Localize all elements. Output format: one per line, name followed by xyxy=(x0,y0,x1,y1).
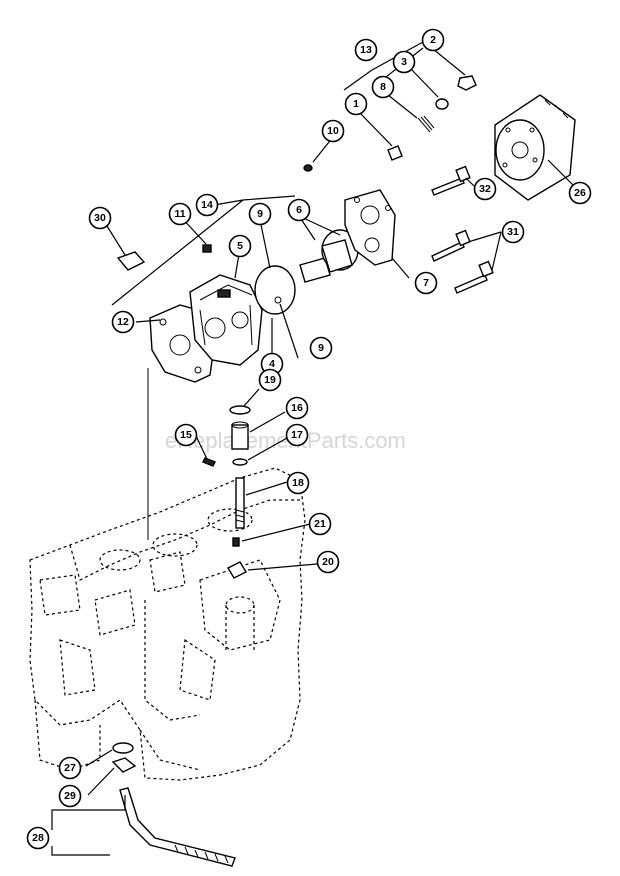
svg-text:28: 28 xyxy=(32,832,44,844)
svg-text:32: 32 xyxy=(479,183,491,195)
callout-11: 11 xyxy=(168,202,192,226)
callout-31: 31 xyxy=(501,220,525,244)
svg-text:14: 14 xyxy=(201,199,213,211)
sleeve-16 xyxy=(231,424,249,450)
callout-12: 12 xyxy=(111,310,135,334)
callout-3: 3 xyxy=(392,50,416,74)
svg-text:19: 19 xyxy=(264,374,276,386)
callout-1: 1 xyxy=(344,92,368,116)
svg-text:29: 29 xyxy=(64,790,76,802)
oil-filter xyxy=(494,94,576,201)
o-ring-19 xyxy=(229,405,251,415)
callout-26: 26 xyxy=(568,181,592,205)
plug-21 xyxy=(232,537,240,547)
pump-cover xyxy=(344,189,396,266)
svg-text:6: 6 xyxy=(296,204,302,216)
svg-text:11: 11 xyxy=(174,208,185,220)
dipstick-tube xyxy=(119,787,236,867)
svg-text:9: 9 xyxy=(318,342,324,354)
svg-text:12: 12 xyxy=(117,316,129,328)
callout-5: 5 xyxy=(228,234,252,258)
small-plug xyxy=(202,244,212,253)
callout-7: 7 xyxy=(414,271,438,295)
callout-15: 15 xyxy=(174,423,198,447)
svg-text:13: 13 xyxy=(360,44,372,56)
callout-2: 2 xyxy=(421,28,445,52)
svg-text:5: 5 xyxy=(237,240,243,252)
gasket-hole xyxy=(169,334,191,356)
callout-29: 29 xyxy=(58,784,82,808)
callout-18: 18 xyxy=(286,471,310,495)
svg-text:8: 8 xyxy=(380,81,386,93)
washer-27 xyxy=(112,742,134,754)
engine-block xyxy=(29,467,306,781)
callout-13: 13 xyxy=(354,38,378,62)
callout-30: 30 xyxy=(88,206,112,230)
svg-text:21: 21 xyxy=(314,518,326,530)
o-ring-17 xyxy=(232,458,248,466)
callout-14: 14 xyxy=(195,193,219,217)
svg-text:20: 20 xyxy=(322,556,334,568)
svg-text:1: 1 xyxy=(353,98,359,110)
valve-plunger xyxy=(387,145,403,161)
valve-spring xyxy=(417,115,435,133)
watermark-text: eReplacementParts.com xyxy=(165,428,406,453)
callout-16: 16 xyxy=(285,396,309,420)
svg-text:17: 17 xyxy=(291,429,303,441)
callout-9-top: 9 xyxy=(248,202,272,226)
svg-text:30: 30 xyxy=(94,212,106,224)
svg-text:31: 31 xyxy=(507,226,519,238)
svg-text:18: 18 xyxy=(292,477,304,489)
washer xyxy=(435,98,449,110)
bolt-32 xyxy=(431,177,465,196)
cap-nut xyxy=(457,75,477,91)
plug xyxy=(303,164,313,172)
pump-rotor-shaft xyxy=(299,229,359,283)
svg-text:27: 27 xyxy=(64,762,76,774)
svg-text:9: 9 xyxy=(257,208,263,220)
callout-21: 21 xyxy=(308,512,332,536)
svg-text:16: 16 xyxy=(291,402,303,414)
callout-28: 28 xyxy=(26,826,50,850)
oil-pump-body xyxy=(189,274,263,366)
callout-6: 6 xyxy=(287,198,311,222)
svg-text:4: 4 xyxy=(269,358,275,370)
svg-text:10: 10 xyxy=(327,125,339,137)
pin-15 xyxy=(202,457,216,467)
callout-17: 17 xyxy=(285,423,309,447)
svg-text:26: 26 xyxy=(574,187,586,199)
o-ring-large xyxy=(254,265,296,315)
pin xyxy=(274,296,282,304)
pipe-18 xyxy=(235,477,245,529)
callout-27: 27 xyxy=(58,756,82,780)
svg-text:15: 15 xyxy=(180,429,192,441)
callout-8: 8 xyxy=(371,75,395,99)
callout-20: 20 xyxy=(316,550,340,574)
bolt-31b xyxy=(454,274,488,294)
callout-10: 10 xyxy=(321,119,345,143)
bolt-31a xyxy=(431,241,465,262)
nut-29 xyxy=(111,757,137,773)
svg-text:3: 3 xyxy=(401,56,407,68)
callout-32: 32 xyxy=(473,177,497,201)
svg-text:2: 2 xyxy=(430,34,436,46)
svg-text:7: 7 xyxy=(423,277,429,289)
pressure-switch xyxy=(116,251,146,271)
callout-19: 19 xyxy=(258,368,282,392)
callout-9-bottom: 9 xyxy=(309,336,333,360)
screen-20 xyxy=(227,561,247,579)
